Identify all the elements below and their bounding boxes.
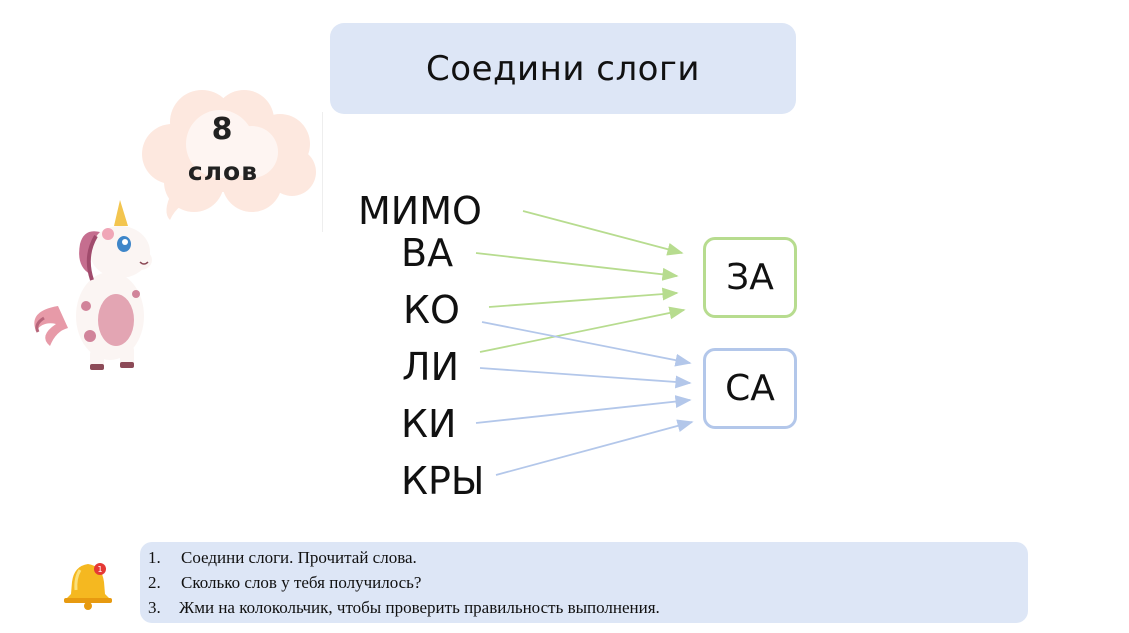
syllable-ko[interactable]: КО — [403, 288, 460, 332]
syllable-li[interactable]: ЛИ — [402, 345, 459, 389]
title-banner: Соедини слоги — [330, 23, 796, 114]
target-sa-box[interactable]: СА — [703, 348, 797, 429]
word-count-unit: слов — [187, 157, 259, 186]
page-title: Соедини слоги — [426, 48, 700, 89]
cloud-icon — [142, 90, 316, 220]
word-count-number: 8 — [211, 112, 233, 147]
arrow-li-za — [479, 306, 686, 353]
arrow-ko-sa — [481, 321, 692, 367]
bell-badge: 1 — [97, 565, 102, 574]
divider — [322, 112, 323, 232]
arrow-mimo-za — [522, 210, 684, 256]
syllable-va[interactable]: ВА — [401, 231, 454, 275]
unicorn-icon — [34, 200, 152, 370]
arrow-ko-za — [488, 287, 679, 308]
arrow-ki-sa — [475, 395, 692, 424]
syllable-ki[interactable]: КИ — [401, 402, 457, 446]
target-za-box[interactable]: ЗА — [703, 237, 797, 318]
arrow-kry-sa — [495, 419, 694, 476]
instruction-text: Соедини слоги. Прочитай слова. — [181, 548, 417, 567]
instruction-item: 2.Сколько слов у тебя получилось? — [148, 573, 422, 592]
syllable-mimo[interactable]: МИМО — [358, 189, 482, 233]
target-sa-label: СА — [725, 368, 775, 409]
instruction-text: Сколько слов у тебя получилось? — [181, 573, 422, 592]
instruction-item: 3.Жми на колокольчик, чтобы проверить пр… — [148, 598, 660, 617]
target-za-label: ЗА — [726, 257, 774, 298]
instruction-item: 1.Соедини слоги. Прочитай слова. — [148, 548, 417, 567]
syllable-kry[interactable]: КРЫ — [401, 459, 485, 503]
instructions-panel: 1.Соедини слоги. Прочитай слова. 2.Сколь… — [140, 542, 1028, 623]
arrow-va-za — [475, 252, 679, 281]
arrow-li-sa — [479, 367, 692, 389]
instruction-text: Жми на колокольчик, чтобы проверить прав… — [179, 598, 660, 617]
bell-icon[interactable]: 1 — [60, 560, 116, 610]
